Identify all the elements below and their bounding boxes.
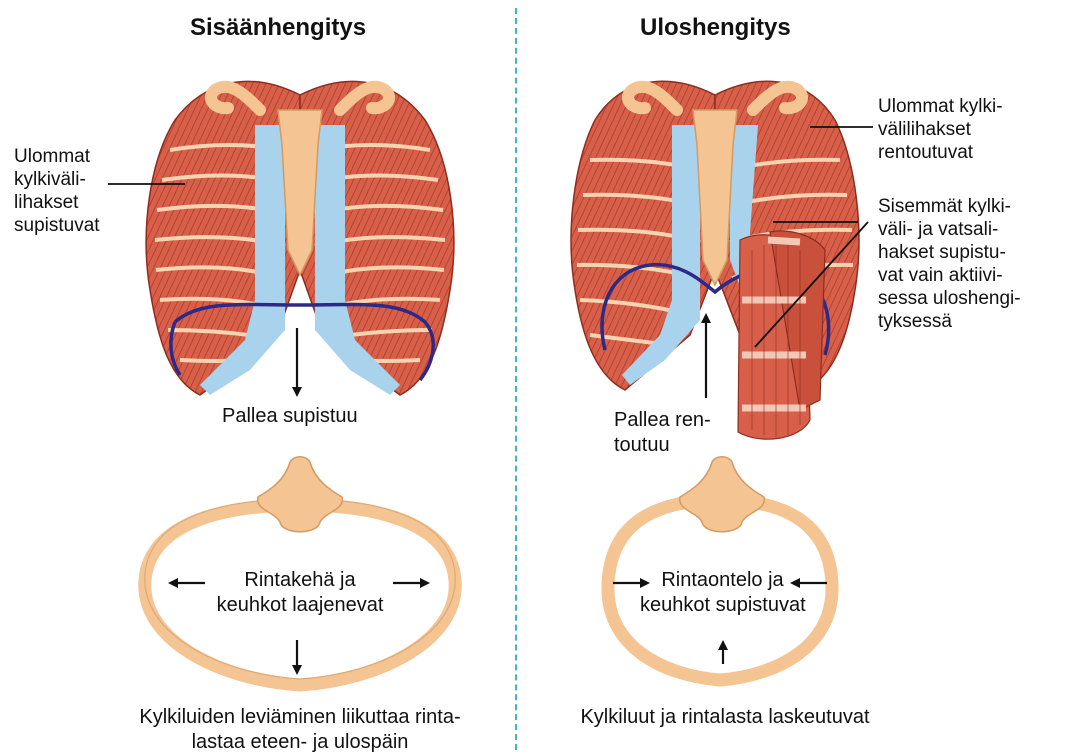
- caption-line: Kylkiluut ja rintalasta laskeutuvat: [545, 705, 905, 730]
- label-line: Ulommat: [14, 145, 100, 168]
- right-ribcage: [571, 81, 859, 439]
- label-line: välilihakset: [878, 118, 1003, 141]
- label-line: vat vain aktiivi-: [878, 264, 1021, 287]
- label-line: sessa uloshengi-: [878, 287, 1021, 310]
- cavity-contracts-label: Rintaontelo ja keuhkot supistuvat: [640, 568, 805, 618]
- inhalation-caption: Kylkiluiden leviäminen liikuttaa rinta- …: [100, 705, 500, 755]
- label-line: hakset supistu-: [878, 241, 1021, 264]
- label-line: tyksessä: [878, 310, 1021, 333]
- label-line: lihakset: [14, 191, 100, 214]
- caption-line: lastaa eteen- ja ulospäin: [100, 730, 500, 755]
- label-line: rentoutuvat: [878, 141, 1003, 164]
- label-line: kylkiväli-: [14, 168, 100, 191]
- outer-intercostals-relax-label: Ulommat kylki- välilihakset rentoutuvat: [878, 95, 1003, 164]
- exhalation-caption: Kylkiluut ja rintalasta laskeutuvat: [545, 705, 905, 730]
- label-line: keuhkot supistuvat: [640, 593, 805, 618]
- label-line: Rintakehä ja: [205, 568, 395, 593]
- left-ribcage: [146, 81, 454, 395]
- label-line: väli- ja vatsali-: [878, 218, 1021, 241]
- label-line: Rintaontelo ja: [640, 568, 805, 593]
- caption-line: Kylkiluiden leviäminen liikuttaa rinta-: [100, 705, 500, 730]
- label-line: toutuu: [614, 433, 711, 458]
- label-line: Sisemmät kylki-: [878, 195, 1021, 218]
- diaphragm-contracts-label: Pallea supistuu: [222, 405, 358, 428]
- outer-intercostals-contract-label: Ulommat kylkiväli- lihakset supistuvat: [14, 145, 100, 237]
- label-line: keuhkot laajenevat: [205, 593, 395, 618]
- diaphragm-relaxes-label: Pallea ren- toutuu: [614, 408, 711, 458]
- abdominal-muscles: [738, 231, 825, 439]
- inner-muscles-label: Sisemmät kylki- väli- ja vatsali- hakset…: [878, 195, 1021, 333]
- label-line: supistuvat: [14, 214, 100, 237]
- label-line: Pallea ren-: [614, 408, 711, 433]
- chest-expands-label: Rintakehä ja keuhkot laajenevat: [205, 568, 395, 618]
- label-line: Ulommat kylki-: [878, 95, 1003, 118]
